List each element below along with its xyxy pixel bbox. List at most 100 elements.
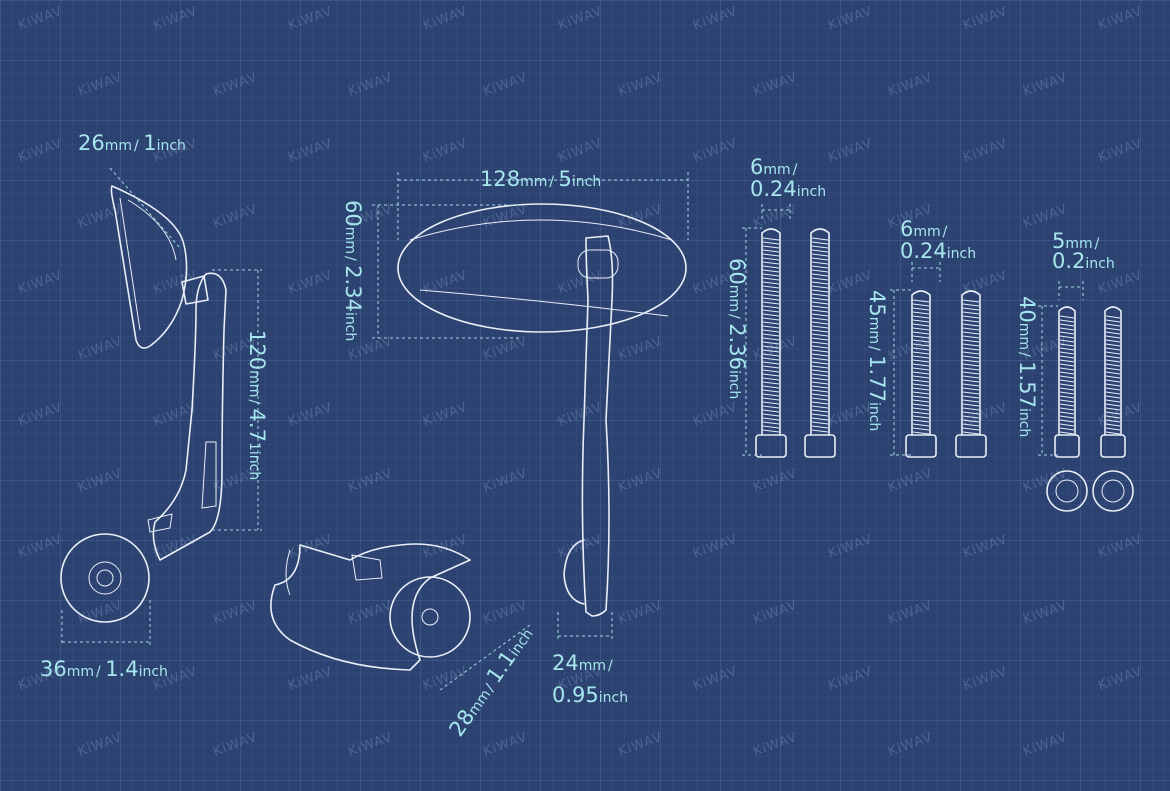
bolt-45mm-a-thread: [912, 395, 930, 399]
bolt-45mm-a-thread: [912, 355, 930, 359]
front-mirror-reflection: [409, 219, 673, 241]
label-bolt-3-dia-line1: 5mm/: [1052, 229, 1100, 253]
bolt-40mm-b-thread: [1105, 355, 1121, 359]
bolt-40mm-a-head: [1054, 434, 1080, 458]
label-bolt-2-dia-line1: 6mm/: [900, 217, 948, 241]
bolt-60mm-b-thread: [811, 429, 829, 433]
bolt-45mm-b-thread: [962, 403, 980, 407]
bolt-40mm-a-thread: [1059, 411, 1075, 415]
bolt-60mm-a-thread: [762, 265, 780, 269]
watermark-text: KiWAV: [1021, 202, 1070, 232]
bolt-45mm-b-thread: [962, 423, 980, 427]
bolt-60mm-a-thread: [762, 357, 780, 361]
bolt-60mm-b-thread: [811, 257, 829, 261]
bolt-60mm-a-thread: [762, 393, 780, 397]
watermark-text: KiWAV: [421, 4, 470, 34]
bolt-45mm-a-thread: [912, 319, 930, 323]
bolt-45mm-a-thread: [912, 359, 930, 363]
bolt-60mm-a-thread: [762, 369, 780, 373]
bolt-60mm-a-thread: [762, 349, 780, 353]
watermark-text: KiWAV: [16, 400, 65, 430]
bolt-60mm-a-thread: [762, 333, 780, 337]
bolt-45mm-a-thread: [912, 427, 930, 431]
bolt-45mm-b-thread: [962, 363, 980, 367]
front-clamp-body: [270, 543, 471, 671]
bolt-60mm-b-thread: [811, 385, 829, 389]
bolt-60mm-a-thread: [762, 297, 780, 301]
bolt-60mm-a-thread: [762, 321, 780, 325]
bolt-60mm-a-thread: [762, 401, 780, 405]
bolt-60mm-b-thread: [811, 425, 829, 429]
bolt-60mm-a-thread: [762, 381, 780, 385]
bolt-60mm-a-thread: [762, 285, 780, 289]
bolt-40mm-b-thread: [1105, 415, 1121, 419]
bolt-60mm-a-thread: [762, 409, 780, 413]
bolt-40mm-b-thread: [1105, 375, 1121, 379]
label-bolt-3-length: 40mm/ 1.57inch: [1015, 296, 1039, 437]
bolt-40mm-a-thread: [1059, 391, 1075, 395]
bolt-40mm-b-thread: [1105, 339, 1121, 343]
bolt-60mm-a-thread: [762, 389, 780, 393]
bolt-60mm-a-thread: [762, 281, 780, 285]
side-mirror-head: [110, 185, 188, 349]
bolt-45mm-a-thread: [912, 375, 930, 379]
bolt-60mm-b-thread: [811, 269, 829, 273]
bolt-45mm-b-shank: [961, 290, 981, 436]
bolt-40mm-b-shank: [1104, 306, 1122, 436]
bolt-60mm-b-thread: [811, 365, 829, 369]
label-front-stem-line1: 24mm/: [552, 651, 613, 675]
bolt-60mm-b-thread: [811, 377, 829, 381]
bolt-45mm-b-thread: [962, 375, 980, 379]
watermark-text: KiWAV: [1021, 70, 1070, 100]
bolt-40mm-b-thread: [1105, 407, 1121, 411]
label-bolt-1-length: 60mm/ 2.36inch: [725, 258, 749, 399]
bolt-60mm-b-thread: [811, 305, 829, 309]
watermark-text: KiWAV: [346, 730, 395, 760]
watermark-text: KiWAV: [211, 70, 260, 100]
side-arm: [152, 272, 227, 561]
watermark-text: KiWAV: [481, 466, 530, 496]
watermark-text: KiWAV: [76, 70, 125, 100]
bolt-60mm-b-thread: [811, 329, 829, 333]
bolt-40mm-a-thread: [1059, 359, 1075, 363]
watermark-text: KiWAV: [1021, 598, 1070, 628]
watermark-text: KiWAV: [286, 268, 335, 298]
watermark-text: KiWAV: [826, 4, 875, 34]
bolt-45mm-a-thread: [912, 351, 930, 355]
bolt-60mm-b-thread: [811, 405, 829, 409]
bolt-60mm-a-thread: [762, 429, 780, 433]
bolt-60mm-b-thread: [811, 249, 829, 253]
bolt-60mm-a-thread: [762, 313, 780, 317]
bolt-40mm-a-thread: [1059, 379, 1075, 383]
bolt-60mm-a-thread: [762, 261, 780, 265]
watermark-text: KiWAV: [16, 4, 65, 34]
watermark-text: KiWAV: [961, 4, 1010, 34]
bolt-45mm-b-thread: [962, 319, 980, 323]
bolt-60mm-b-thread: [811, 381, 829, 385]
bolt-45mm-a-thread: [912, 419, 930, 423]
watermark-text: KiWAV: [616, 730, 665, 760]
watermark-text: KiWAV: [886, 70, 935, 100]
bolt-60mm-b-thread: [811, 297, 829, 301]
bolt-60mm-a-thread: [762, 305, 780, 309]
front-stem-joint: [577, 249, 619, 279]
bolt-40mm-a-thread: [1059, 367, 1075, 371]
bolt-60mm-a-thread: [762, 337, 780, 341]
bolt-40mm-b-thread: [1105, 423, 1121, 427]
watermark-text: KiWAV: [826, 664, 875, 694]
bolt-45mm-a-thread: [912, 311, 930, 315]
bolt-40mm-b-thread: [1105, 383, 1121, 387]
label-front-width: 128mm/ 5inch: [480, 167, 601, 191]
front-mirror-rim: [419, 289, 669, 317]
label-bolt-1-dia-line2: 0.24inch: [750, 177, 826, 201]
bolt-45mm-b-thread: [962, 419, 980, 423]
watermark-text: KiWAV: [691, 400, 740, 430]
watermark-text: KiWAV: [346, 466, 395, 496]
bolt-45mm-a-thread: [912, 411, 930, 415]
bolt-60mm-a-thread: [762, 421, 780, 425]
bolt-40mm-a-thread: [1059, 383, 1075, 387]
bolt-45mm-b-thread: [962, 315, 980, 319]
bolt-60mm-b-thread: [811, 301, 829, 305]
